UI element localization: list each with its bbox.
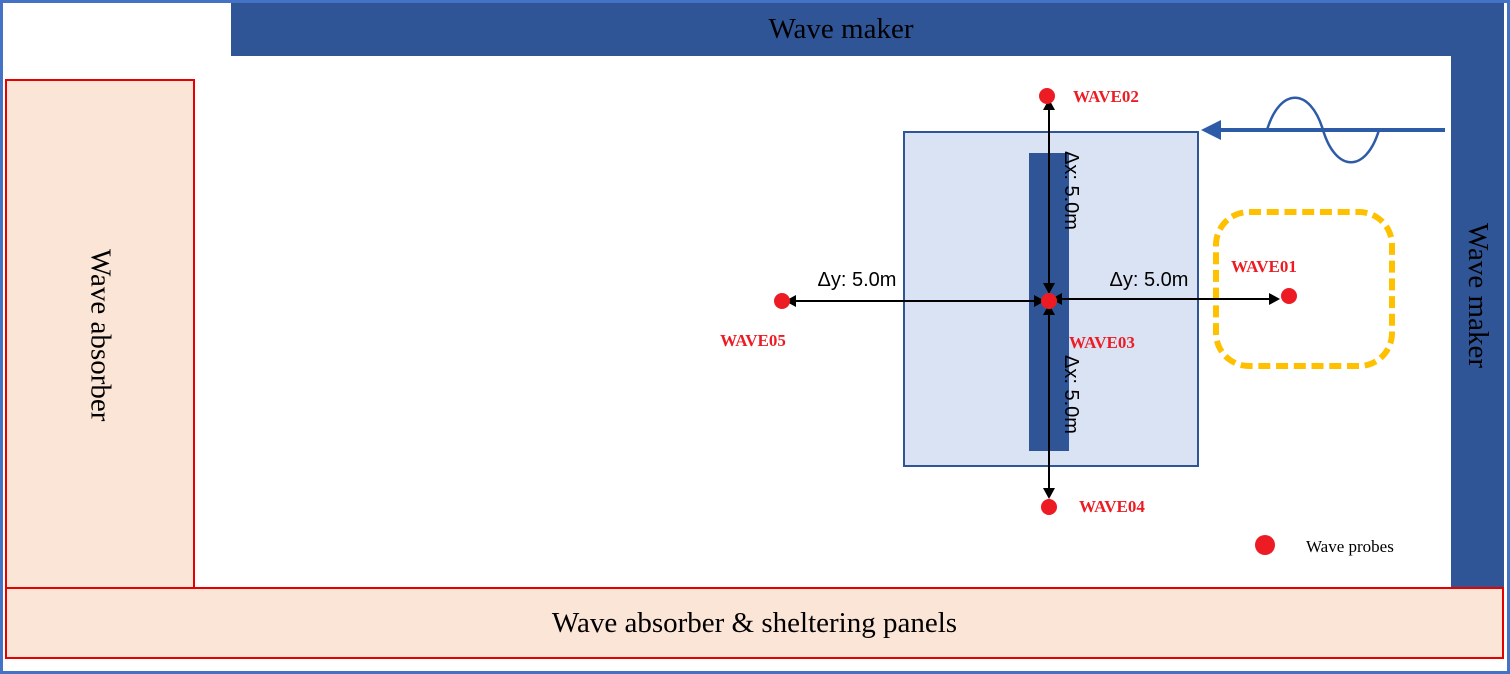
probe-dot-wave03 (1041, 293, 1057, 309)
top-wavemaker-label: Wave maker (768, 13, 914, 45)
legend-wave-probes-label: Wave probes (1306, 537, 1394, 556)
arrow-up-line (1048, 109, 1050, 291)
bottom-absorber-label: Wave absorber & sheltering panels (551, 606, 958, 639)
arrow-down-tail-head-icon (1043, 304, 1055, 315)
arrow-left-line (795, 300, 1043, 302)
probe-dot-wave01 (1281, 288, 1297, 304)
bottom-absorber-panel: Wave absorber & sheltering panels (5, 587, 1504, 659)
probe-dot-wave02 (1039, 88, 1055, 104)
probe-label-wave03: WAVE03 (1069, 333, 1135, 352)
arrow-left-tail-head-icon (1034, 295, 1045, 307)
probe-dot-wave05 (774, 293, 790, 309)
probe-label-wave02: WAVE02 (1073, 87, 1139, 106)
probe-label-wave05: WAVE05 (720, 331, 786, 350)
dim-dy-left: Δy: 5.0m (817, 269, 897, 291)
top-wavemaker-bar: Wave maker (231, 3, 1451, 56)
arrow-left-head-icon (785, 295, 796, 307)
probe-label-wave04: WAVE04 (1079, 497, 1145, 516)
arrow-right-line (1059, 298, 1277, 300)
incident-wave-icon (1201, 96, 1445, 164)
dim-dy-right: Δy: 5.0m (1109, 269, 1189, 291)
dim-dx-up: Δx: 5.0m (1060, 151, 1082, 230)
right-wavemaker-label: Wave maker (1462, 222, 1494, 368)
right-wavemaker-bar: Wave maker (1451, 3, 1504, 587)
arrow-down-head-icon (1043, 488, 1055, 499)
left-absorber-label: Wave absorber (84, 248, 117, 422)
dim-dx-down: Δx: 5.0m (1060, 355, 1082, 434)
highlight-box (1213, 209, 1395, 369)
arrow-up-head-icon (1043, 99, 1055, 110)
arrow-right-head-icon (1269, 293, 1280, 305)
arrow-up-tail-head-icon (1043, 283, 1055, 294)
legend-probe-dot-icon (1255, 535, 1275, 555)
probe-label-wave01: WAVE01 (1231, 257, 1297, 276)
arrow-down-line (1048, 313, 1050, 495)
probe-dot-wave04 (1041, 499, 1057, 515)
left-absorber-panel: Wave absorber (5, 79, 195, 591)
